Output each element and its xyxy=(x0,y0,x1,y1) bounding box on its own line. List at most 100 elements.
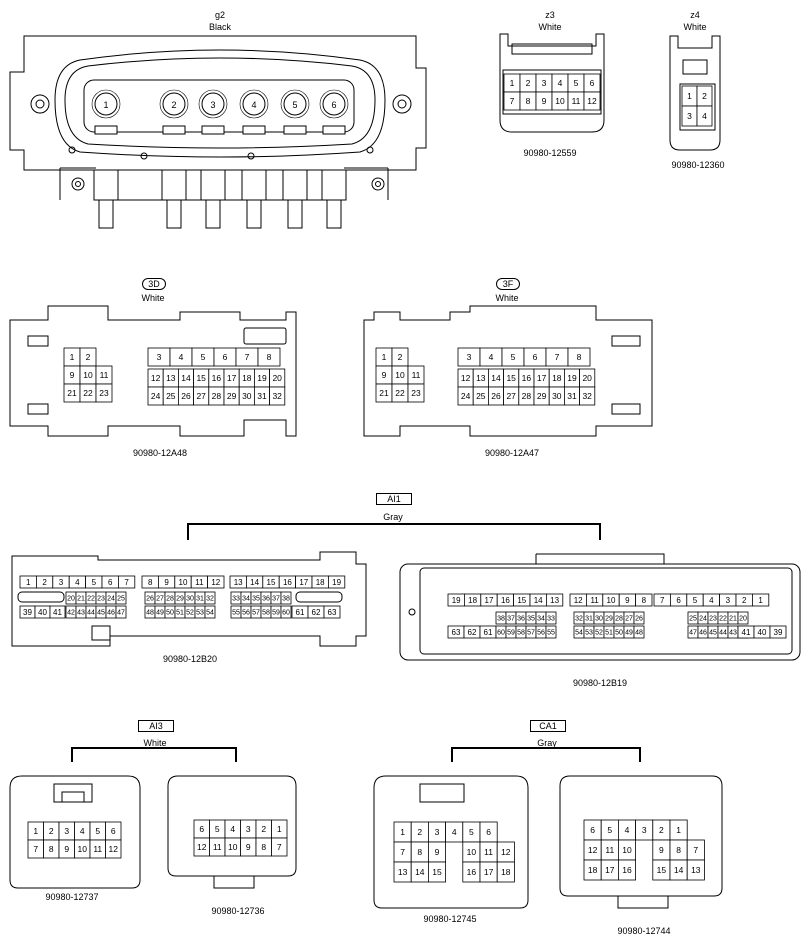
svg-text:18: 18 xyxy=(242,373,252,383)
svg-text:43: 43 xyxy=(729,630,737,637)
ai1r-pin-31: 31 xyxy=(583,611,595,625)
ai1l-pin-49: 49 xyxy=(154,605,166,619)
c3d-pin-10: 10 xyxy=(79,365,97,385)
c3f-pin-25: 25 xyxy=(472,386,489,406)
c3d-pin-32: 32 xyxy=(269,386,286,406)
ai1r-pin-48: 48 xyxy=(633,625,645,639)
ca1l-pin-13: 13 xyxy=(393,861,412,883)
svg-text:45: 45 xyxy=(97,610,105,617)
svg-text:13: 13 xyxy=(550,596,559,605)
ai1l-pin-30: 30 xyxy=(184,591,196,605)
svg-text:14: 14 xyxy=(181,373,191,383)
c3d-pin-27: 27 xyxy=(193,386,210,406)
connector-ai3-right-body xyxy=(167,775,297,889)
svg-text:24: 24 xyxy=(151,391,161,401)
ai1r-pin-22: 22 xyxy=(717,611,729,625)
svg-text:8: 8 xyxy=(676,845,681,855)
ai1l-pin-63: 63 xyxy=(323,605,341,619)
c3f-pin-12: 12 xyxy=(457,368,474,388)
ai1l-pin-28: 28 xyxy=(164,591,176,605)
svg-text:49: 49 xyxy=(156,610,164,617)
ai3r-pin-6: 6 xyxy=(193,819,210,839)
svg-text:11: 11 xyxy=(590,596,599,605)
c3f-pin-4: 4 xyxy=(479,347,503,367)
z3-pin-7: 7 xyxy=(503,91,521,111)
svg-text:26: 26 xyxy=(181,391,191,401)
svg-text:1: 1 xyxy=(33,826,38,836)
svg-text:56: 56 xyxy=(537,630,545,637)
svg-text:8: 8 xyxy=(148,578,153,587)
ai1l-pin-40: 40 xyxy=(34,605,51,619)
ca1l-pin-18: 18 xyxy=(496,861,515,883)
svg-text:7: 7 xyxy=(693,845,698,855)
svg-text:30: 30 xyxy=(186,596,194,603)
ca1r-pin-13: 13 xyxy=(686,859,705,881)
svg-text:1: 1 xyxy=(70,352,75,362)
ca1r-pin-17: 17 xyxy=(600,859,619,881)
svg-text:8: 8 xyxy=(267,352,272,362)
svg-text:62: 62 xyxy=(312,608,321,617)
svg-text:1: 1 xyxy=(510,78,515,88)
svg-text:15: 15 xyxy=(506,373,516,383)
ai1r-pin-44: 44 xyxy=(717,625,729,639)
ai3l-pin-7: 7 xyxy=(27,839,44,859)
ai1l-pin-23: 23 xyxy=(95,591,107,605)
ai1l-pin-18: 18 xyxy=(311,575,329,589)
ai1r-pin-56: 56 xyxy=(535,625,547,639)
c3f-pin-19: 19 xyxy=(564,368,581,388)
ai1-bracket xyxy=(187,523,601,540)
z3-part-number: 90980-12559 xyxy=(523,148,577,158)
c3f-pin-17: 17 xyxy=(533,368,550,388)
svg-text:8: 8 xyxy=(261,842,266,852)
svg-text:12: 12 xyxy=(109,844,119,854)
ai1l-pin-55: 55 xyxy=(230,605,242,619)
c3f-pin-15: 15 xyxy=(503,368,520,388)
ai3r-pin-11: 11 xyxy=(209,837,226,857)
svg-text:9: 9 xyxy=(435,847,440,857)
ai1l-pin-60: 60 xyxy=(280,605,292,619)
c3f-pin-6: 6 xyxy=(523,347,547,367)
ai3l-pin-5: 5 xyxy=(89,821,106,841)
svg-text:12: 12 xyxy=(501,847,511,857)
svg-text:17: 17 xyxy=(485,596,494,605)
ai1r-pin-38: 38 xyxy=(495,611,507,625)
svg-text:18: 18 xyxy=(316,578,325,587)
svg-text:22: 22 xyxy=(719,616,727,623)
ai3l-pin-10: 10 xyxy=(74,839,91,859)
svg-text:1: 1 xyxy=(277,824,282,834)
ca1l-pin-6: 6 xyxy=(479,821,498,843)
svg-text:2: 2 xyxy=(659,825,664,835)
ai3-bracket xyxy=(71,747,237,762)
ai3r-pin-1: 1 xyxy=(271,819,288,839)
ai1r-pin-55: 55 xyxy=(545,625,557,639)
ai1l-pin-59: 59 xyxy=(270,605,282,619)
svg-text:3: 3 xyxy=(726,596,731,605)
ai3l-pin-4: 4 xyxy=(74,821,91,841)
ca1r-pin-5: 5 xyxy=(600,819,619,841)
svg-text:38: 38 xyxy=(282,596,290,603)
svg-text:3: 3 xyxy=(687,111,692,121)
svg-text:54: 54 xyxy=(575,630,583,637)
ca1r-pin-16: 16 xyxy=(618,859,637,881)
svg-text:5: 5 xyxy=(95,826,100,836)
svg-text:15: 15 xyxy=(517,596,526,605)
svg-text:26: 26 xyxy=(491,391,501,401)
ai1r-pin-16: 16 xyxy=(496,593,515,607)
svg-text:27: 27 xyxy=(506,391,516,401)
ai1l-pin-24: 24 xyxy=(105,591,117,605)
ca1l-pin-10: 10 xyxy=(462,841,481,863)
c3d-pin-7: 7 xyxy=(235,347,259,367)
svg-text:24: 24 xyxy=(107,596,115,603)
svg-text:31: 31 xyxy=(257,391,267,401)
ai1r-pin-24: 24 xyxy=(697,611,709,625)
ai1l-pin-43: 43 xyxy=(75,605,87,619)
svg-text:1: 1 xyxy=(382,352,387,362)
svg-text:6: 6 xyxy=(676,596,681,605)
c3f-pin-2: 2 xyxy=(391,347,409,367)
svg-text:12: 12 xyxy=(461,373,471,383)
svg-text:2: 2 xyxy=(49,826,54,836)
ai1r-pin-51: 51 xyxy=(603,625,615,639)
connector-z3-body xyxy=(499,33,605,133)
ca1r-pin-6: 6 xyxy=(583,819,602,841)
svg-text:4: 4 xyxy=(558,78,563,88)
